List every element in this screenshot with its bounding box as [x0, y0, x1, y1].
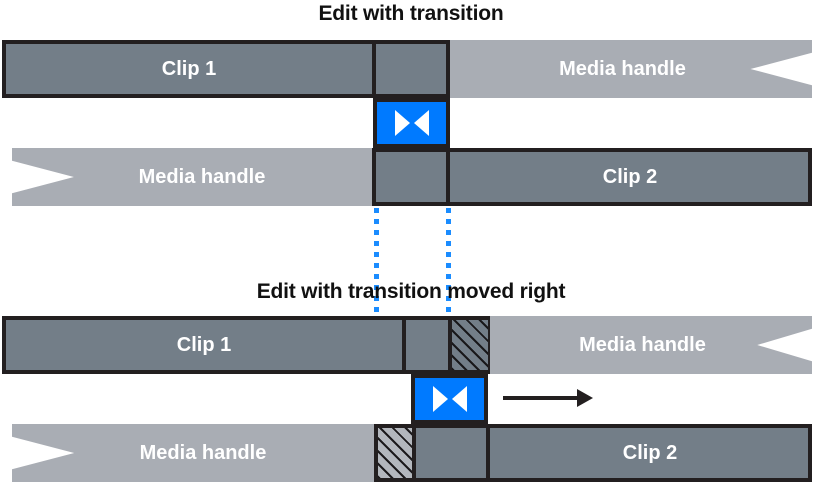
guide-line-left: [374, 208, 379, 320]
d2-lower-media-handle: [12, 424, 378, 482]
d2-clip1-segment: [2, 316, 406, 374]
guide-line-right: [446, 208, 451, 314]
arrow-right-icon: [577, 389, 593, 407]
d1-upper-overlap-segment: [372, 40, 450, 98]
transition-bowtie-icon: [394, 110, 429, 136]
move-arrow-shaft: [503, 396, 579, 400]
d1-transition-box[interactable]: [373, 98, 450, 148]
d1-clip2-segment: [446, 148, 812, 206]
d2-lower-removed-media-segment: [374, 424, 416, 482]
d1-clip1-segment: [2, 40, 376, 98]
diagram-2-title: Edit with transition moved right: [256, 280, 566, 303]
transition-bowtie-icon: [432, 386, 467, 412]
d1-lower-overlap-segment: [372, 148, 450, 206]
d2-upper-added-media-segment: [448, 316, 492, 374]
d2-upper-media-handle: [490, 316, 812, 374]
d2-upper-overlap-segment: [402, 316, 452, 374]
diagram-1-title: Edit with transition: [318, 2, 504, 25]
d2-transition-box[interactable]: [411, 374, 488, 424]
d2-lower-overlap-segment: [412, 424, 490, 482]
d2-clip2-segment: [486, 424, 812, 482]
d1-lower-media-handle: [12, 148, 376, 206]
d1-upper-media-handle: [450, 40, 812, 98]
